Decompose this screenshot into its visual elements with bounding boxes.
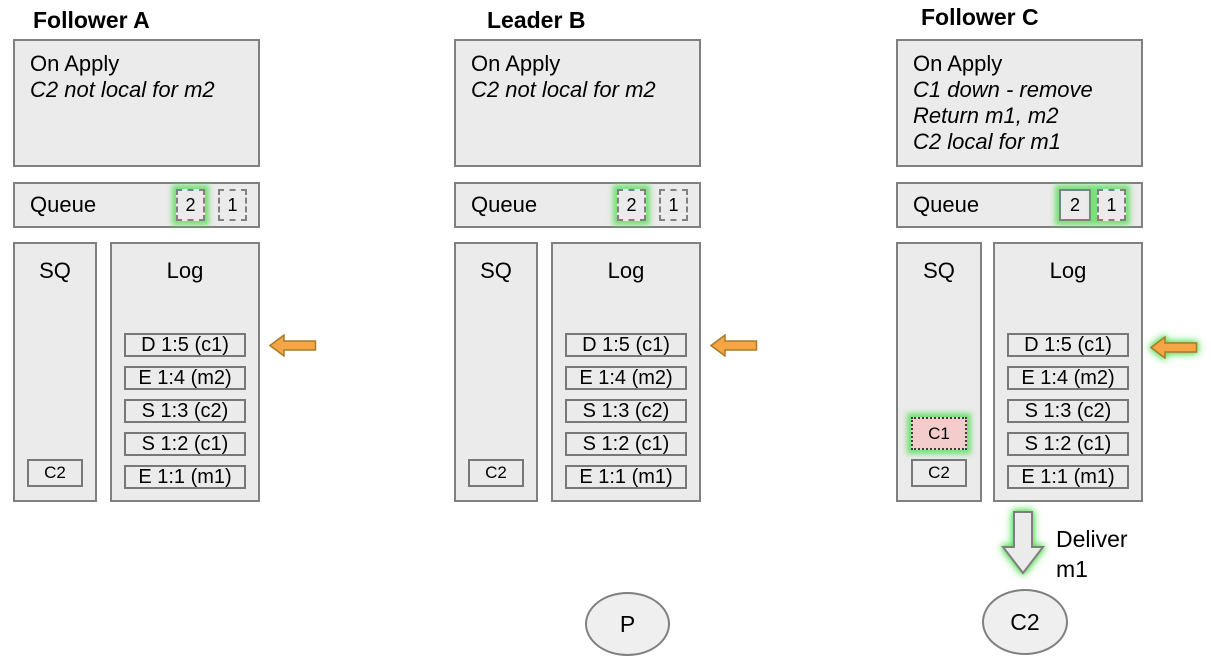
on-apply-note: C1 down - remove (913, 77, 1093, 102)
sq-items: C2 (15, 459, 95, 487)
log-entry: D 1:5 (c1) (1007, 333, 1129, 357)
sq-item-removed: C1 (911, 417, 967, 450)
sq-item: C2 (27, 459, 83, 487)
node-follower-c: Follower C On Apply C1 down - remove Ret… (896, 0, 1198, 669)
log-entry: D 1:5 (c1) (124, 333, 246, 357)
log-label: Log (166, 258, 204, 283)
log-entry: E 1:4 (m2) (124, 366, 246, 390)
sq-items: C2 (456, 459, 536, 487)
log-box: Log D 1:5 (c1) E 1:4 (m2) S 1:3 (c2) S 1… (110, 242, 260, 502)
log-entry: E 1:4 (m2) (565, 366, 687, 390)
queue-item: 1 (659, 189, 688, 221)
on-apply-box: On Apply C1 down - remove Return m1, m2 … (896, 39, 1143, 167)
sq-label: SQ (480, 258, 512, 283)
log-entries: D 1:5 (c1) E 1:4 (m2) S 1:3 (c2) S 1:2 (… (124, 333, 246, 489)
log-entry: S 1:2 (c1) (1007, 432, 1129, 456)
on-apply-heading: On Apply (471, 51, 561, 76)
client-ellipse-c2: C2 (982, 589, 1068, 655)
sq-label: SQ (39, 258, 71, 283)
sq-label: SQ (923, 258, 955, 283)
node-leader-b: Leader B On Apply C2 not local for m2 Qu… (454, 0, 758, 669)
log-entry: S 1:2 (c1) (124, 432, 246, 456)
on-apply-note: C2 local for m1 (913, 129, 1061, 154)
queue-items: 2 1 (617, 189, 688, 221)
sq-items: C1 C2 (898, 417, 980, 487)
apply-arrow-icon (710, 334, 758, 357)
deliver-arrow-icon (1001, 511, 1045, 575)
queue-label: Queue (471, 192, 538, 217)
log-entry: E 1:4 (m2) (1007, 366, 1129, 390)
on-apply-note: Return m1, m2 (913, 103, 1059, 128)
log-entry: S 1:2 (c1) (565, 432, 687, 456)
log-entry: S 1:3 (c2) (124, 399, 246, 423)
queue-items: 2 1 (176, 189, 247, 221)
node-follower-a: Follower A On Apply C2 not local for m2 … (13, 0, 317, 669)
queue-label: Queue (30, 192, 97, 217)
sq-item: C2 (911, 459, 967, 487)
sq-box: SQ C1 C2 (896, 242, 982, 502)
log-entries: D 1:5 (c1) E 1:4 (m2) S 1:3 (c2) S 1:2 (… (565, 333, 687, 489)
queue-label: Queue (913, 192, 980, 217)
on-apply-note: C2 not local for m2 (30, 77, 215, 102)
queue-items: 2 1 (1059, 189, 1126, 221)
apply-arrow-icon (269, 334, 317, 357)
queue-box: Queue 2 1 (896, 182, 1143, 228)
log-entry: D 1:5 (c1) (565, 333, 687, 357)
on-apply-heading: On Apply (30, 51, 120, 76)
on-apply-box: On Apply C2 not local for m2 (13, 39, 260, 167)
log-entries: D 1:5 (c1) E 1:4 (m2) S 1:3 (c2) S 1:2 (… (1007, 333, 1129, 489)
deliver-label-line1: Deliver (1056, 526, 1128, 552)
log-entry: E 1:1 (m1) (1007, 465, 1129, 489)
client-label: P (619, 610, 636, 637)
node-title: Follower A (33, 7, 150, 33)
log-label: Log (607, 258, 645, 283)
client-label: C2 (1010, 608, 1040, 635)
log-entry: S 1:3 (c2) (1007, 399, 1129, 423)
node-title: Follower C (921, 4, 1039, 30)
node-title: Leader B (487, 7, 586, 33)
client-ellipse-p: P (585, 592, 670, 656)
queue-item: 2 (176, 189, 205, 221)
on-apply-note: C2 not local for m2 (471, 77, 656, 102)
queue-item: 2 (1059, 189, 1091, 221)
queue-item: 1 (1097, 189, 1126, 221)
apply-arrow-icon (1150, 336, 1198, 359)
sq-box: SQ C2 (13, 242, 97, 502)
log-box: Log D 1:5 (c1) E 1:4 (m2) S 1:3 (c2) S 1… (551, 242, 701, 502)
log-entry: S 1:3 (c2) (565, 399, 687, 423)
on-apply-heading: On Apply (913, 51, 1003, 76)
log-entry: E 1:1 (m1) (124, 465, 246, 489)
sq-item: C2 (468, 459, 524, 487)
deliver-label-line2: m1 (1056, 556, 1088, 582)
on-apply-box: On Apply C2 not local for m2 (454, 39, 701, 167)
log-label: Log (1049, 258, 1087, 283)
sq-box: SQ C2 (454, 242, 538, 502)
queue-box: Queue 2 1 (13, 182, 260, 228)
queue-box: Queue 2 1 (454, 182, 701, 228)
deliver-label: Deliver m1 (1056, 524, 1128, 584)
queue-item: 1 (218, 189, 247, 221)
log-box: Log D 1:5 (c1) E 1:4 (m2) S 1:3 (c2) S 1… (993, 242, 1143, 502)
queue-item: 2 (617, 189, 646, 221)
log-entry: E 1:1 (m1) (565, 465, 687, 489)
